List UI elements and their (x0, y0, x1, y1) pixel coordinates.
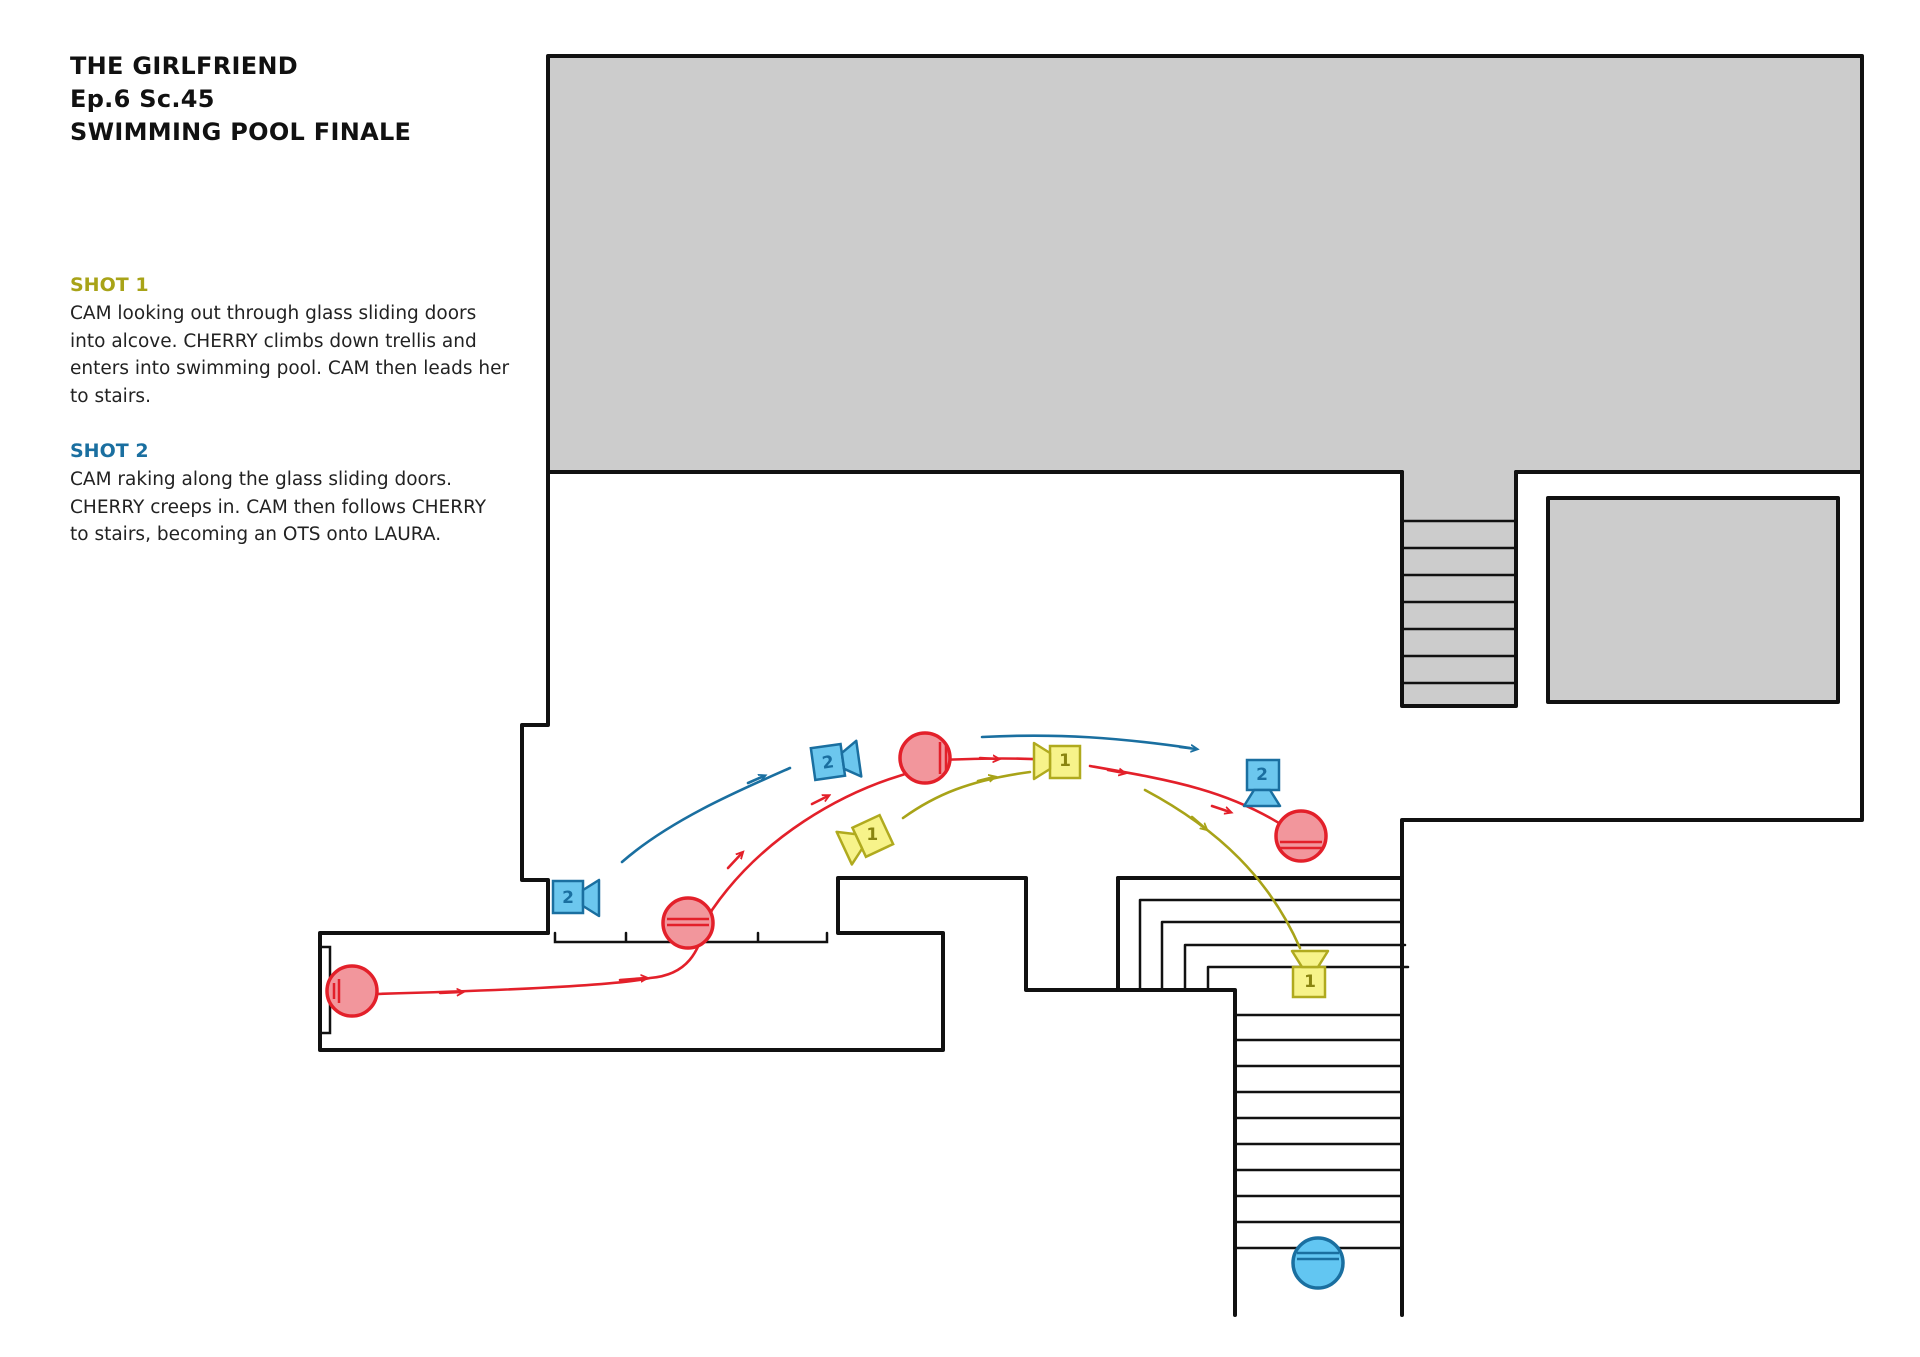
camera-shot-1: 1 (835, 813, 895, 866)
cherry-path (373, 758, 1292, 994)
cherry-marker (325, 964, 379, 1018)
camera-shot-1: 1 (1032, 741, 1082, 781)
entry-stairs (1400, 470, 1518, 708)
cherry-marker (1274, 809, 1328, 863)
header: THE GIRLFRIEND Ep.6 Sc.45 SWIMMING POOL … (70, 50, 510, 149)
episode-scene: Ep.6 Sc.45 (70, 85, 215, 113)
camera-label: 1 (866, 825, 878, 845)
camera-label: 2 (562, 888, 574, 908)
scene-name: SWIMMING POOL FINALE (70, 118, 412, 146)
house-block (546, 54, 1864, 476)
shot-2-title: SHOT 2 (70, 440, 149, 462)
pool-steps (1116, 876, 1410, 1317)
camera-shot-1: 1 (1290, 949, 1330, 999)
camera-shot-2: 2 (551, 878, 601, 918)
project-title: THE GIRLFRIEND (70, 52, 299, 80)
cherry-marker (898, 731, 952, 785)
camera-shot-2: 2 (809, 739, 863, 782)
shot-2-description: CAM raking along the glass sliding doors… (70, 469, 487, 545)
shot-2-camera-path (620, 734, 1196, 864)
pool-room-walls (520, 470, 1864, 1317)
laura-marker (1291, 1236, 1345, 1290)
camera-label: 2 (1256, 765, 1268, 785)
camera-label: 2 (821, 752, 836, 773)
camera-shot-2: 2 (1242, 758, 1282, 808)
shot-2-notes: SHOT 2 CAM raking along the glass slidin… (70, 438, 510, 549)
shot-1-title: SHOT 1 (70, 274, 149, 296)
alcove (318, 876, 1120, 1052)
shot-1-notes: SHOT 1 CAM looking out through glass sli… (70, 272, 510, 410)
shot-1-description: CAM looking out through glass sliding do… (70, 303, 510, 407)
camera-label: 1 (1059, 751, 1071, 771)
camera-label: 1 (1304, 972, 1316, 992)
cherry-marker (661, 896, 715, 950)
side-room (1546, 496, 1840, 704)
shot-1-camera-path (901, 770, 1302, 950)
